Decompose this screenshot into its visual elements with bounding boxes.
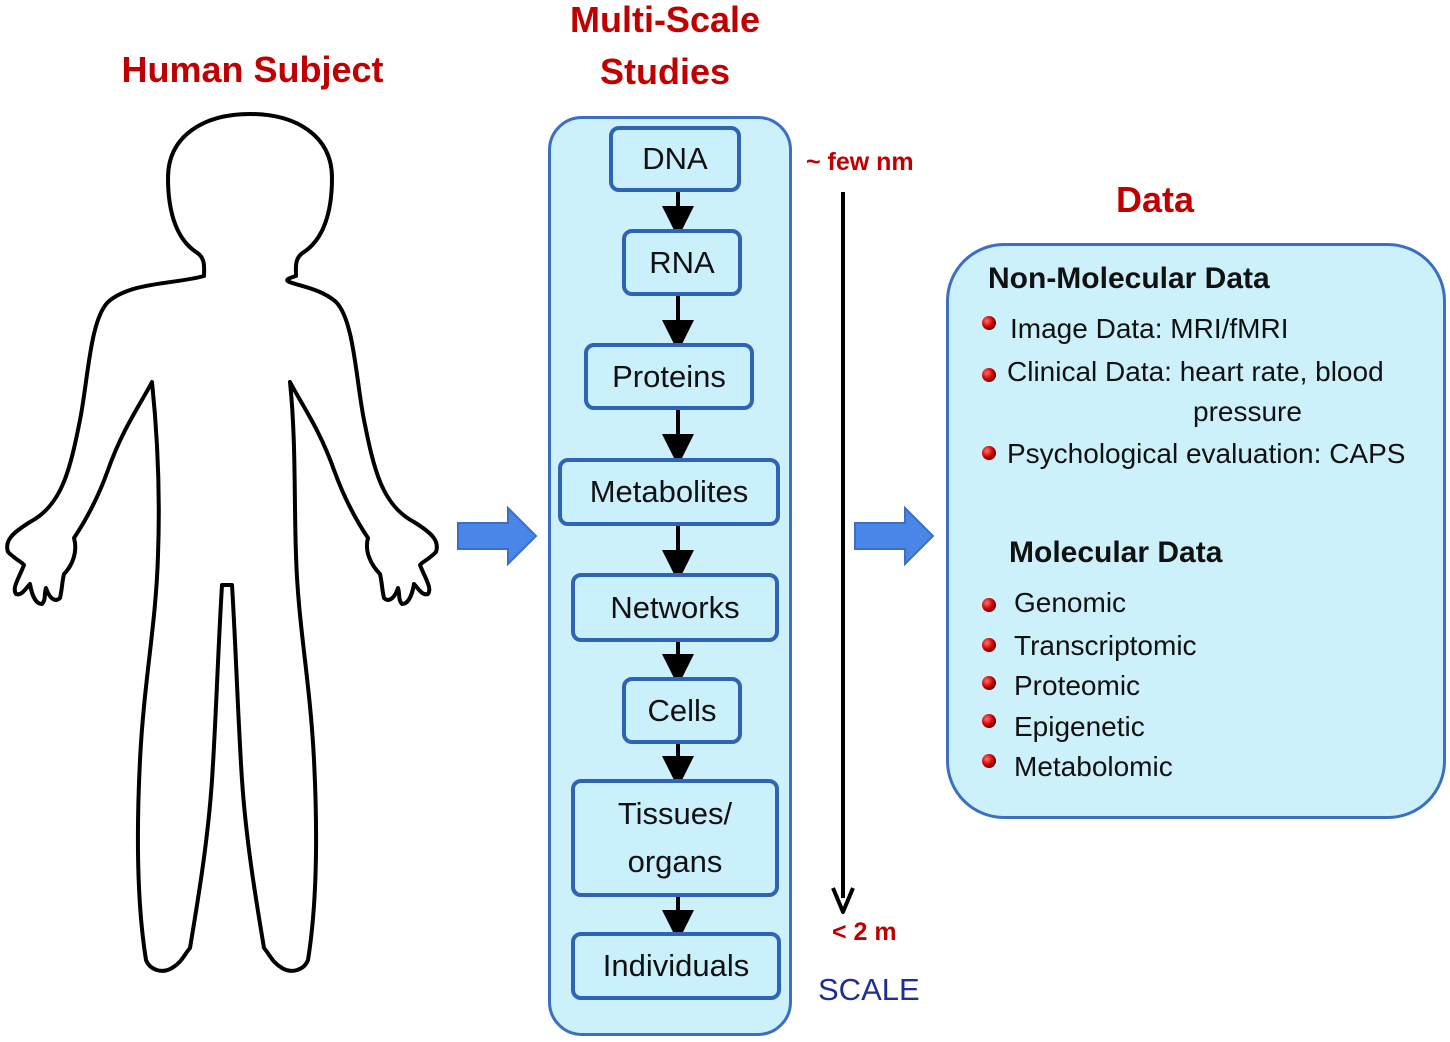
stage-label: Networks xyxy=(610,589,740,625)
multi-scale-studies-title: Multi-Scale Studies xyxy=(520,0,810,98)
scale-bottom-label: < 2 m xyxy=(832,918,897,946)
stage-label: Individuals xyxy=(602,948,750,983)
stage-metabolites: Metabolites xyxy=(558,458,780,526)
red-sphere-bullet-icon xyxy=(982,638,996,652)
stage-label-line2: organs xyxy=(627,844,723,879)
red-sphere-bullet-icon xyxy=(982,714,996,728)
molecular-item: Genomic xyxy=(1014,587,1127,618)
non-molecular-item: Image Data: MRI/fMRI xyxy=(1010,313,1289,344)
red-sphere-bullet-icon xyxy=(982,754,996,768)
molecular-item: Epigenetic xyxy=(1014,711,1145,742)
red-sphere-bullet-icon xyxy=(982,446,996,460)
multi-scale-title-line1: Multi-Scale xyxy=(569,0,761,40)
molecular-item: Proteomic xyxy=(1014,670,1141,701)
stage-label: Proteins xyxy=(612,358,726,394)
stage-rna: RNA xyxy=(622,229,742,296)
human-subject-title: Human Subject xyxy=(121,49,384,90)
stage-label: DNA xyxy=(642,141,708,176)
non-molecular-heading: Non-Molecular Data xyxy=(988,262,1270,295)
non-molecular-item: Clinical Data: heart rate, blood xyxy=(1007,356,1384,387)
multi-scale-title-line2: Studies xyxy=(599,51,731,92)
stage-individuals: Individuals xyxy=(571,932,781,1000)
data-panel xyxy=(946,243,1446,819)
red-sphere-bullet-icon xyxy=(982,316,996,330)
molecular-item: Metabolomic xyxy=(1014,751,1173,782)
scale-axis-label: SCALE xyxy=(818,972,920,1007)
stage-label: Metabolites xyxy=(589,474,749,509)
block-arrow-right-icon xyxy=(457,505,538,567)
molecular-item: Transcriptomic xyxy=(1014,630,1197,661)
red-sphere-bullet-icon xyxy=(982,598,996,612)
stage-cells: Cells xyxy=(622,677,742,744)
stage-tissues-organs: Tissues/ organs xyxy=(571,779,779,897)
red-sphere-bullet-icon xyxy=(982,676,996,690)
scale-top-label: ~ few nm xyxy=(806,148,914,176)
block-arrow-right-icon xyxy=(854,505,935,567)
non-molecular-item-continuation: pressure xyxy=(1193,396,1302,427)
stage-proteins: Proteins xyxy=(584,343,754,410)
non-molecular-item: Psychological evaluation: CAPS xyxy=(1007,438,1406,469)
stage-label-line1: Tissues/ xyxy=(617,796,733,831)
stage-label: Cells xyxy=(647,692,717,728)
data-title: Data xyxy=(1115,179,1195,220)
stage-label: RNA xyxy=(649,244,715,280)
stage-dna: DNA xyxy=(609,126,741,192)
stage-networks: Networks xyxy=(571,573,779,642)
molecular-heading: Molecular Data xyxy=(1009,536,1223,569)
red-sphere-bullet-icon xyxy=(982,368,996,382)
human-outline-icon xyxy=(5,112,439,973)
scale-axis-arrow xyxy=(831,192,855,914)
